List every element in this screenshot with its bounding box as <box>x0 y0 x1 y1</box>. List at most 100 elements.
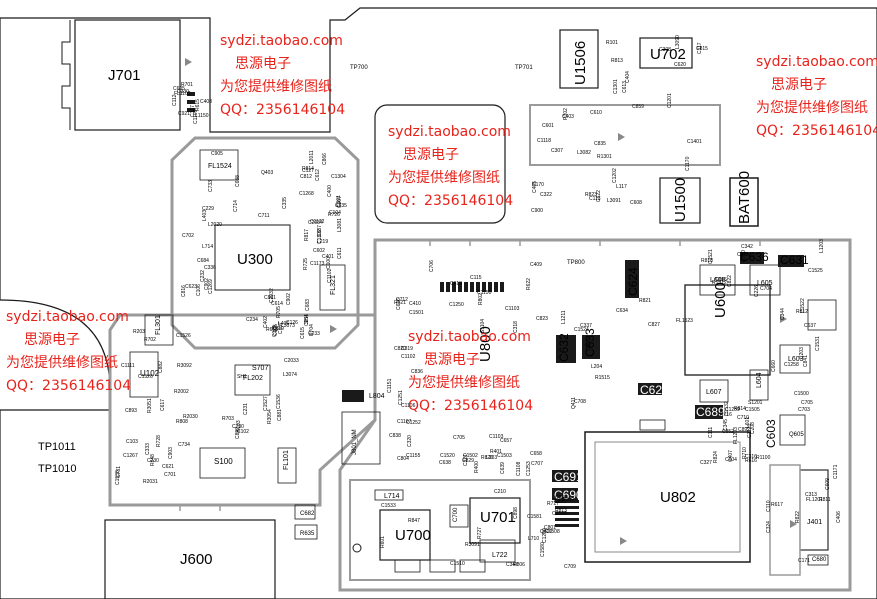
designator-label: R818 <box>701 258 713 264</box>
designator-label: C604 <box>725 457 737 463</box>
label-tp1011: TP1011 <box>38 441 76 453</box>
u1506-chip <box>559 29 599 89</box>
designator-label: C731 <box>116 466 122 478</box>
designator-label: R400 <box>474 461 480 473</box>
label-u1506: U1506 <box>572 40 589 85</box>
designator-label: R823 <box>585 192 597 198</box>
designator-label: R1100 <box>756 455 771 461</box>
label-u600: U600 <box>712 282 729 318</box>
designator-label: C638 <box>439 460 451 466</box>
designator-label: C1108 <box>516 461 522 476</box>
designator-label: R817 <box>304 229 310 241</box>
designator-label: C617 <box>160 399 166 411</box>
designator-label: C327 <box>700 460 712 466</box>
label-c636: C636 <box>740 250 769 264</box>
designator-label: R727 <box>477 527 483 539</box>
designator-label: C710 <box>737 415 749 421</box>
label-fl202: FL202 <box>243 375 263 382</box>
designator-label: C859 <box>632 104 644 110</box>
designator-label: L714 <box>202 244 214 250</box>
designator-label: C1252 <box>406 420 421 426</box>
designator-label: C835 <box>594 141 606 147</box>
designator-label: C342 <box>741 244 753 250</box>
designator-label: C106 <box>196 284 202 296</box>
designator-label: C104 <box>329 210 341 216</box>
label-tp701: TP701 <box>515 65 533 71</box>
shield-u300 <box>170 136 360 350</box>
designator-label: C103 <box>126 439 138 445</box>
designator-label: C1521 <box>708 249 714 264</box>
designator-label: C1525 <box>808 268 823 274</box>
label-u300: U300 <box>237 251 273 268</box>
designator-label: L2011 <box>309 150 315 164</box>
designator-label: C1502 <box>463 453 478 459</box>
designator-label: C1510 <box>450 561 465 567</box>
designator-label: R808 <box>176 419 188 425</box>
label-c691: C691 <box>554 470 583 484</box>
designator-label: C231 <box>243 403 249 415</box>
designator-label: C1500 <box>794 391 809 397</box>
designator-label: C658 <box>530 451 542 457</box>
watermark-name-3: 思源电子 <box>771 77 827 93</box>
designator-label: S1201 <box>748 400 763 406</box>
designator-label: C610 <box>590 110 602 116</box>
label-q605: Q605 <box>789 432 804 438</box>
designator-label: L403 <box>202 209 208 221</box>
designator-label: C1536 <box>276 394 282 409</box>
designator-label: R3092 <box>177 363 192 369</box>
designator-label: C836 <box>411 369 423 375</box>
designator-label: R2031 <box>143 479 158 485</box>
board-edge <box>0 7 877 599</box>
label-c690: C690 <box>554 488 583 502</box>
designator-label: C403 <box>562 114 574 120</box>
designator-label: C319 <box>401 346 413 352</box>
designator-label: L3090 <box>675 35 681 49</box>
designator-label: C346 <box>555 495 567 501</box>
watermark-qq-4: QQ：2356146104 <box>6 378 132 394</box>
designator-label: R401 <box>490 449 502 455</box>
watermark-name-5: 思源电子 <box>424 352 480 368</box>
designator-label: C203 <box>799 347 805 359</box>
designator-label: R814 <box>302 166 314 172</box>
designator-label: C1106 <box>401 403 416 409</box>
label-bat600: BAT600 <box>736 170 753 224</box>
designator-label: C1102 <box>401 354 416 360</box>
designator-label: L204 <box>591 364 603 370</box>
designator-label: C347 <box>506 562 518 568</box>
designator-label: L1203 <box>819 239 825 253</box>
designator-label: R203 <box>133 329 145 335</box>
designator-label: SH1 <box>237 374 247 380</box>
designator-label: C226 <box>754 285 760 297</box>
designator-label: C891 <box>264 295 276 301</box>
designator-label: C110 <box>766 500 772 512</box>
designator-label: C900 <box>531 208 543 214</box>
designator-label: C1501 <box>409 310 424 316</box>
designator-label: C881 <box>277 409 283 421</box>
designator-label: R820 <box>481 455 493 461</box>
designator-label: C170 <box>532 182 544 188</box>
designator-label: C1401 <box>687 139 702 145</box>
designator-label: C335 <box>282 197 288 209</box>
designator-label: C1533 <box>381 503 396 509</box>
designator-label: C402 <box>263 316 269 328</box>
designator-label: C406 <box>836 511 842 523</box>
designator-label: C714 <box>233 200 239 212</box>
label-c631: C631 <box>780 253 809 267</box>
designator-label: C815 <box>696 46 708 52</box>
designator-label: C209 <box>562 497 574 503</box>
watermark-qq-3: QQ：2356146104 <box>756 123 877 139</box>
designator-label: C1304 <box>331 174 346 180</box>
designator-label: C852 <box>722 429 734 435</box>
watermark-name-4: 思源电子 <box>24 332 80 348</box>
designator-label: C1111 <box>121 363 135 369</box>
designator-label: C1103 <box>489 434 504 440</box>
designator-label: C324 <box>766 521 772 533</box>
designator-label: C1301 <box>613 79 619 94</box>
designator-label: C620 <box>674 62 686 68</box>
designator-label: R621 <box>394 300 406 306</box>
designator-label: C2032 <box>269 288 275 303</box>
designator-label: C316 <box>745 454 757 460</box>
designator-label: C1170 <box>685 156 691 171</box>
designator-label: FL1523 <box>676 318 693 324</box>
label-c632: C632 <box>557 333 571 362</box>
